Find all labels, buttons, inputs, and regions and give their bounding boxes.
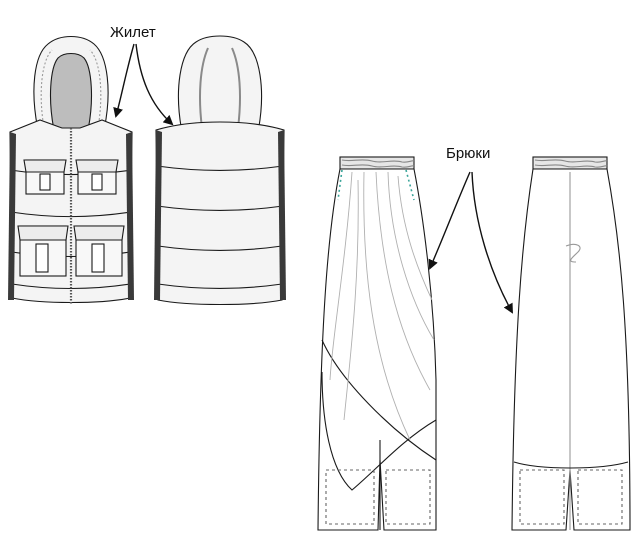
- vest-label: Жилет: [110, 24, 156, 41]
- vest-back: [154, 35, 286, 306]
- pants-front: [317, 156, 437, 531]
- vest-back-body: [155, 121, 285, 306]
- pants-front-wrap-panel: [321, 339, 437, 491]
- pants-label: Брюки: [446, 145, 491, 162]
- pants-back-outline: [511, 168, 631, 531]
- vest-front-hood-lining: [50, 52, 92, 131]
- arrow-icon: [135, 43, 174, 126]
- vest-front: [8, 35, 134, 304]
- arrow-icon: [471, 171, 513, 314]
- vest-back-hood: [177, 35, 263, 133]
- pants-front-outline: [317, 168, 437, 531]
- pants-back: [511, 156, 631, 531]
- arrow-icon: [428, 171, 471, 270]
- arrow-icon: [113, 43, 135, 118]
